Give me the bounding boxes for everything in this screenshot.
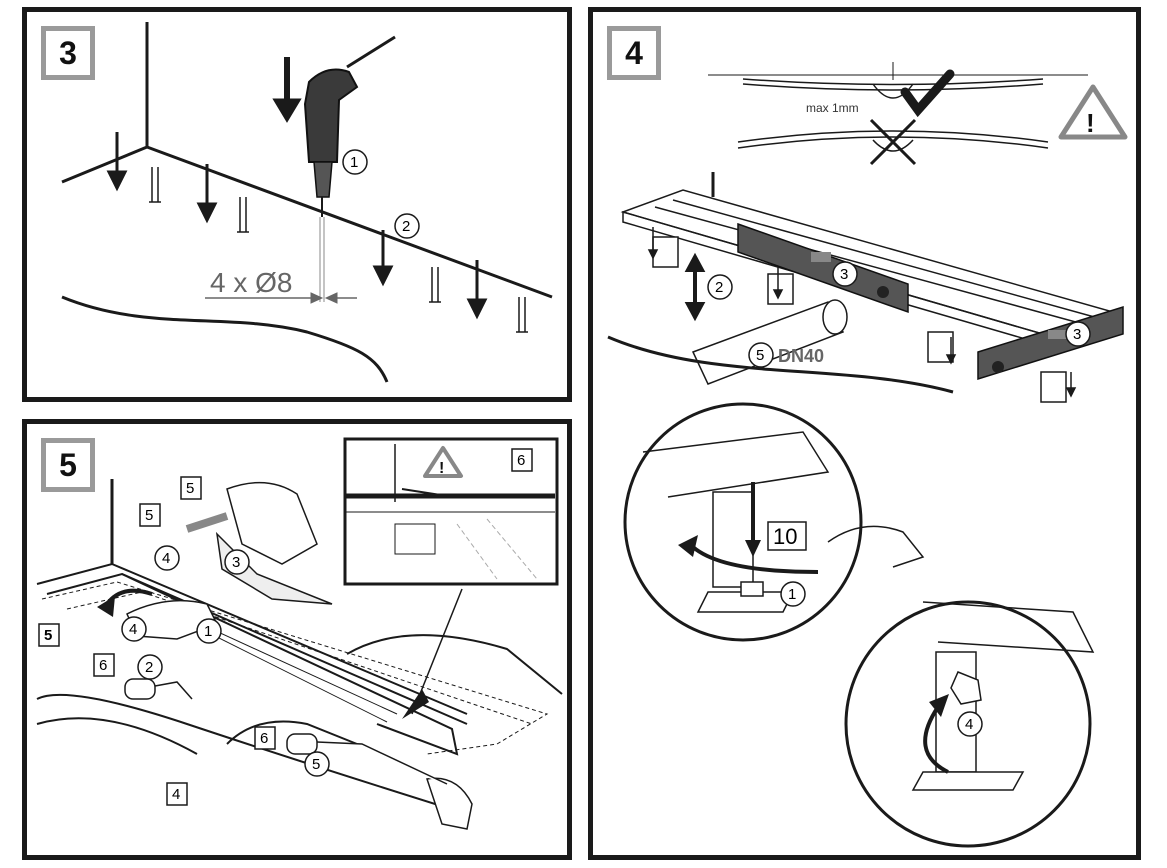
down-arrow-icon bbox=[402, 689, 429, 719]
step-3-panel: 3 bbox=[22, 7, 572, 402]
box-label-4: 4 bbox=[172, 786, 180, 803]
callout-4: 4 bbox=[129, 621, 137, 638]
callout-5: 5 bbox=[756, 347, 764, 364]
check-mark-icon bbox=[900, 69, 955, 118]
callout-1: 1 bbox=[788, 586, 796, 603]
torque-value: 10 bbox=[773, 524, 797, 549]
callout-4: 4 bbox=[162, 550, 170, 567]
warning-triangle-icon bbox=[423, 446, 463, 478]
box-label-5: 5 bbox=[145, 507, 153, 524]
height-adjust-arrow-icon bbox=[684, 252, 706, 322]
callout-3: 3 bbox=[840, 266, 848, 283]
box-label-5: 5 bbox=[44, 627, 52, 644]
callout-2: 2 bbox=[402, 218, 410, 235]
callout-5: 5 bbox=[312, 756, 320, 773]
drain-pipe bbox=[691, 299, 848, 385]
callout-1: 1 bbox=[204, 623, 212, 640]
adjustable-foot bbox=[652, 236, 1067, 403]
down-arrow-icon bbox=[647, 227, 1077, 398]
callout-2: 2 bbox=[715, 279, 723, 296]
drill-diameter-label: 4 x Ø8 bbox=[210, 267, 292, 298]
step-3-illustration: 4 x Ø8 1 2 bbox=[61, 22, 553, 383]
anchor-plug-icon bbox=[149, 167, 528, 333]
callout-1: 1 bbox=[350, 154, 358, 171]
step-number-3: 3 bbox=[41, 26, 95, 80]
box-label-6: 6 bbox=[260, 730, 268, 747]
step-4-panel: 4 max 1mm ! bbox=[588, 7, 1141, 860]
diameter-dimension bbox=[205, 292, 357, 304]
box-label-5: 5 bbox=[186, 480, 194, 497]
tolerance-note: max 1mm bbox=[806, 101, 859, 115]
box-label-6: 6 bbox=[99, 657, 107, 674]
box-label-6: 6 bbox=[517, 452, 525, 469]
hand-icon bbox=[126, 481, 473, 830]
warning-symbol: ! bbox=[1086, 108, 1095, 138]
floor-outline bbox=[36, 634, 563, 815]
warning-triangle-icon bbox=[1058, 84, 1128, 140]
tape-strip bbox=[185, 512, 229, 533]
drill-icon bbox=[303, 35, 396, 302]
warning-symbol: ! bbox=[439, 460, 444, 477]
step-4-illustration: max 1mm ! bbox=[607, 62, 1128, 848]
callout-2: 2 bbox=[145, 659, 153, 676]
down-arrow-icon bbox=[106, 57, 488, 320]
callout-3: 3 bbox=[232, 554, 240, 571]
step-number-5: 5 bbox=[41, 438, 95, 492]
cross-mark-icon bbox=[869, 118, 917, 166]
sealing-tape-outline bbox=[41, 581, 549, 755]
detail-view-bolt bbox=[623, 402, 925, 642]
step-number-4: 4 bbox=[607, 26, 661, 80]
pipe-size-label: DN40 bbox=[778, 346, 824, 366]
callout-3: 3 bbox=[1073, 326, 1081, 343]
callout-4: 4 bbox=[965, 716, 973, 733]
roller-tool-icon bbox=[124, 678, 448, 785]
step-5-illustration: ! 1 2 3 4 4 5 5 bbox=[36, 437, 563, 830]
flatness-check-diagram bbox=[708, 62, 1088, 152]
step-5-panel: 5 bbox=[22, 419, 572, 860]
